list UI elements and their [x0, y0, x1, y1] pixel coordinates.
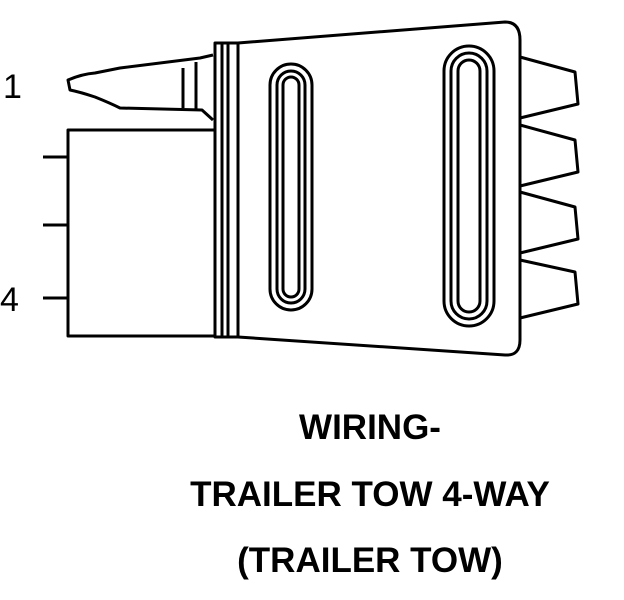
wire-lead [66, 53, 215, 122]
connector-body [237, 20, 522, 357]
terminal-pins [519, 55, 580, 320]
housing-flange [213, 41, 240, 339]
body-slot-right [442, 44, 496, 328]
caption-line-3: (TRAILER TOW) [237, 541, 503, 580]
connector-diagram: 1 4 [0, 20, 580, 357]
plug-block [66, 128, 217, 338]
connector-plug [66, 53, 217, 338]
caption-line-1: WIRING- [299, 408, 441, 447]
caption-line-2: TRAILER TOW 4-WAY [190, 475, 550, 514]
body-slot-left [268, 62, 314, 312]
pin-label-1: 1 [3, 68, 22, 106]
pin-label-4: 4 [0, 281, 19, 319]
